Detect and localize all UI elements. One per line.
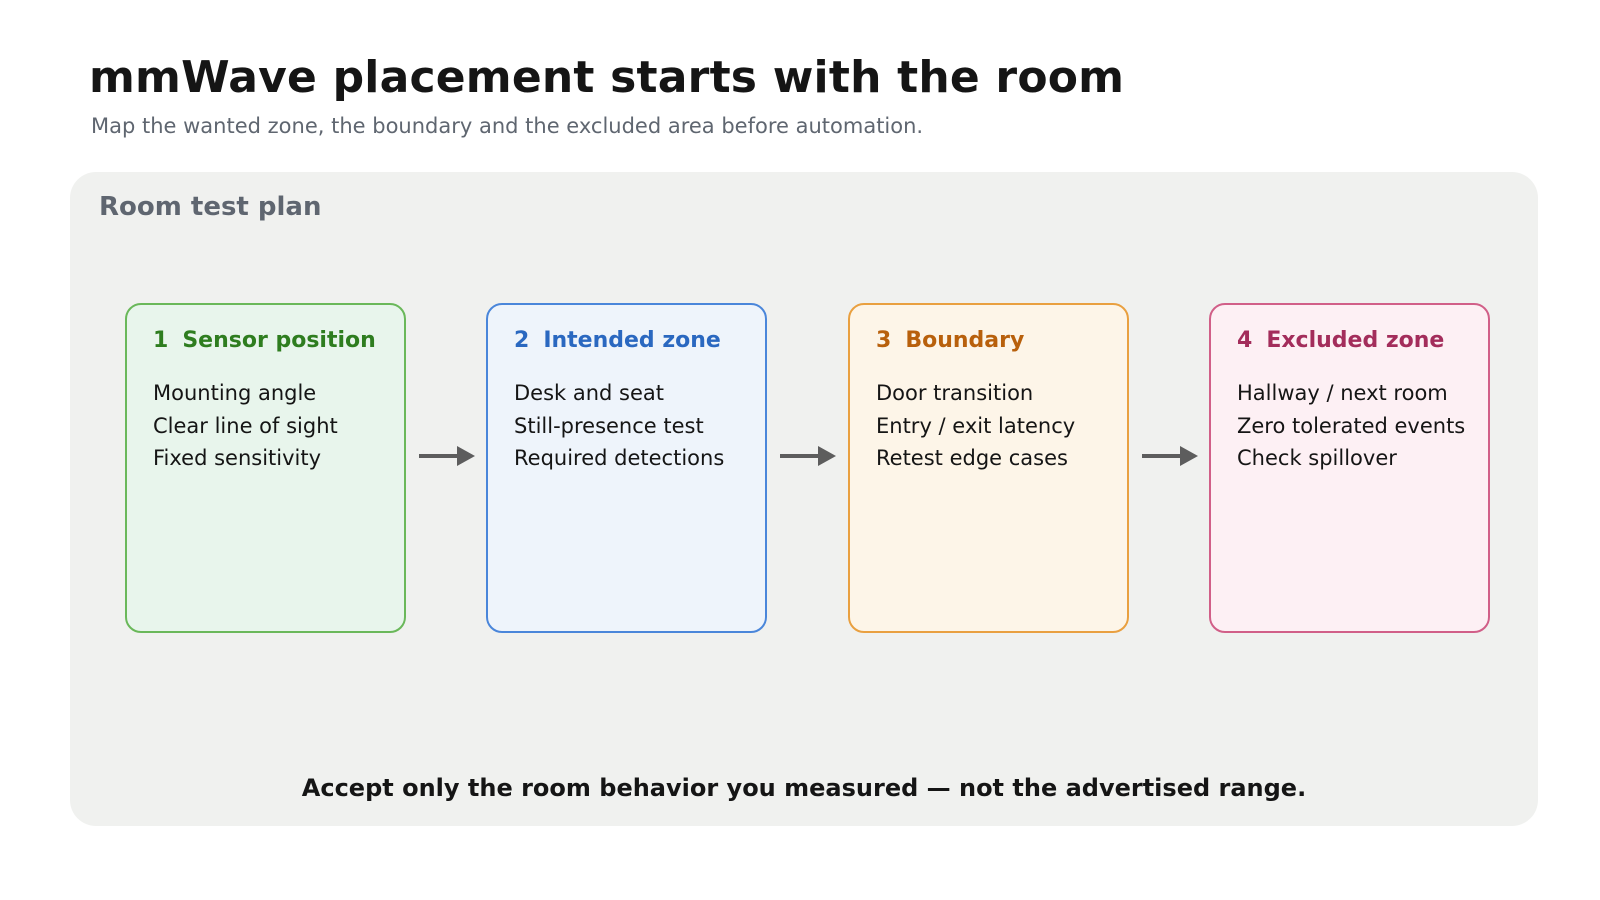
step-line: Still-presence test: [514, 413, 704, 438]
step-heading: 1 Sensor position: [153, 328, 376, 353]
step-card-boundary: 3 Boundary Door transition Entry / exit l…: [848, 303, 1129, 633]
step-number: 2: [514, 328, 530, 353]
arrow-icon: [419, 446, 475, 466]
step-title: Excluded zone: [1266, 328, 1445, 353]
step-card-intended-zone: 2 Intended zone Desk and seat Still-prese…: [486, 303, 767, 633]
step-line: Entry / exit latency: [876, 413, 1076, 438]
step-heading: 3 Boundary: [876, 328, 1024, 353]
step-line: Retest edge cases: [876, 446, 1068, 470]
step-line: Door transition: [876, 381, 1034, 405]
panel-footer-note: Accept only the room behavior you measur…: [301, 774, 1307, 802]
step-number: 1: [153, 328, 169, 353]
step-heading: 4 Excluded zone: [1237, 328, 1444, 353]
arrow-icon: [1142, 446, 1198, 466]
step-number: 3: [876, 328, 892, 353]
step-line: Clear line of sight: [153, 413, 338, 438]
step-line: Check spillover: [1237, 446, 1397, 470]
step-heading: 2 Intended zone: [514, 328, 721, 353]
step-card-excluded-zone: 4 Excluded zone Hallway / next room Zero …: [1209, 303, 1490, 633]
step-title: Boundary: [905, 328, 1025, 353]
step-line: Fixed sensitivity: [153, 446, 322, 470]
panel-title: Room test plan: [99, 192, 322, 222]
arrow-icon: [780, 446, 836, 466]
step-title: Intended zone: [543, 328, 721, 353]
step-title: Sensor position: [182, 328, 376, 353]
step-lines: Desk and seat Still-presence test Requir…: [514, 377, 724, 475]
room-test-plan-panel: Room test plan 1 Sensor position Mounting…: [70, 172, 1538, 826]
step-line: Hallway / next room: [1237, 381, 1448, 405]
step-line: Mounting angle: [153, 381, 317, 405]
step-line: Zero tolerated events: [1237, 413, 1466, 438]
step-line: Desk and seat: [514, 381, 665, 405]
step-lines: Hallway / next room Zero tolerated event…: [1237, 377, 1465, 475]
step-number: 4: [1237, 328, 1253, 353]
page-title: mmWave placement starts with the room: [89, 52, 1125, 103]
step-lines: Mounting angle Clear line of sight Fixed…: [153, 377, 338, 475]
step-lines: Door transition Entry / exit latency Ret…: [876, 377, 1075, 475]
step-card-sensor-position: 1 Sensor position Mounting angle Clear li…: [125, 303, 406, 633]
page-subtitle: Map the wanted zone, the boundary and th…: [91, 114, 924, 138]
step-line: Required detections: [514, 446, 725, 470]
